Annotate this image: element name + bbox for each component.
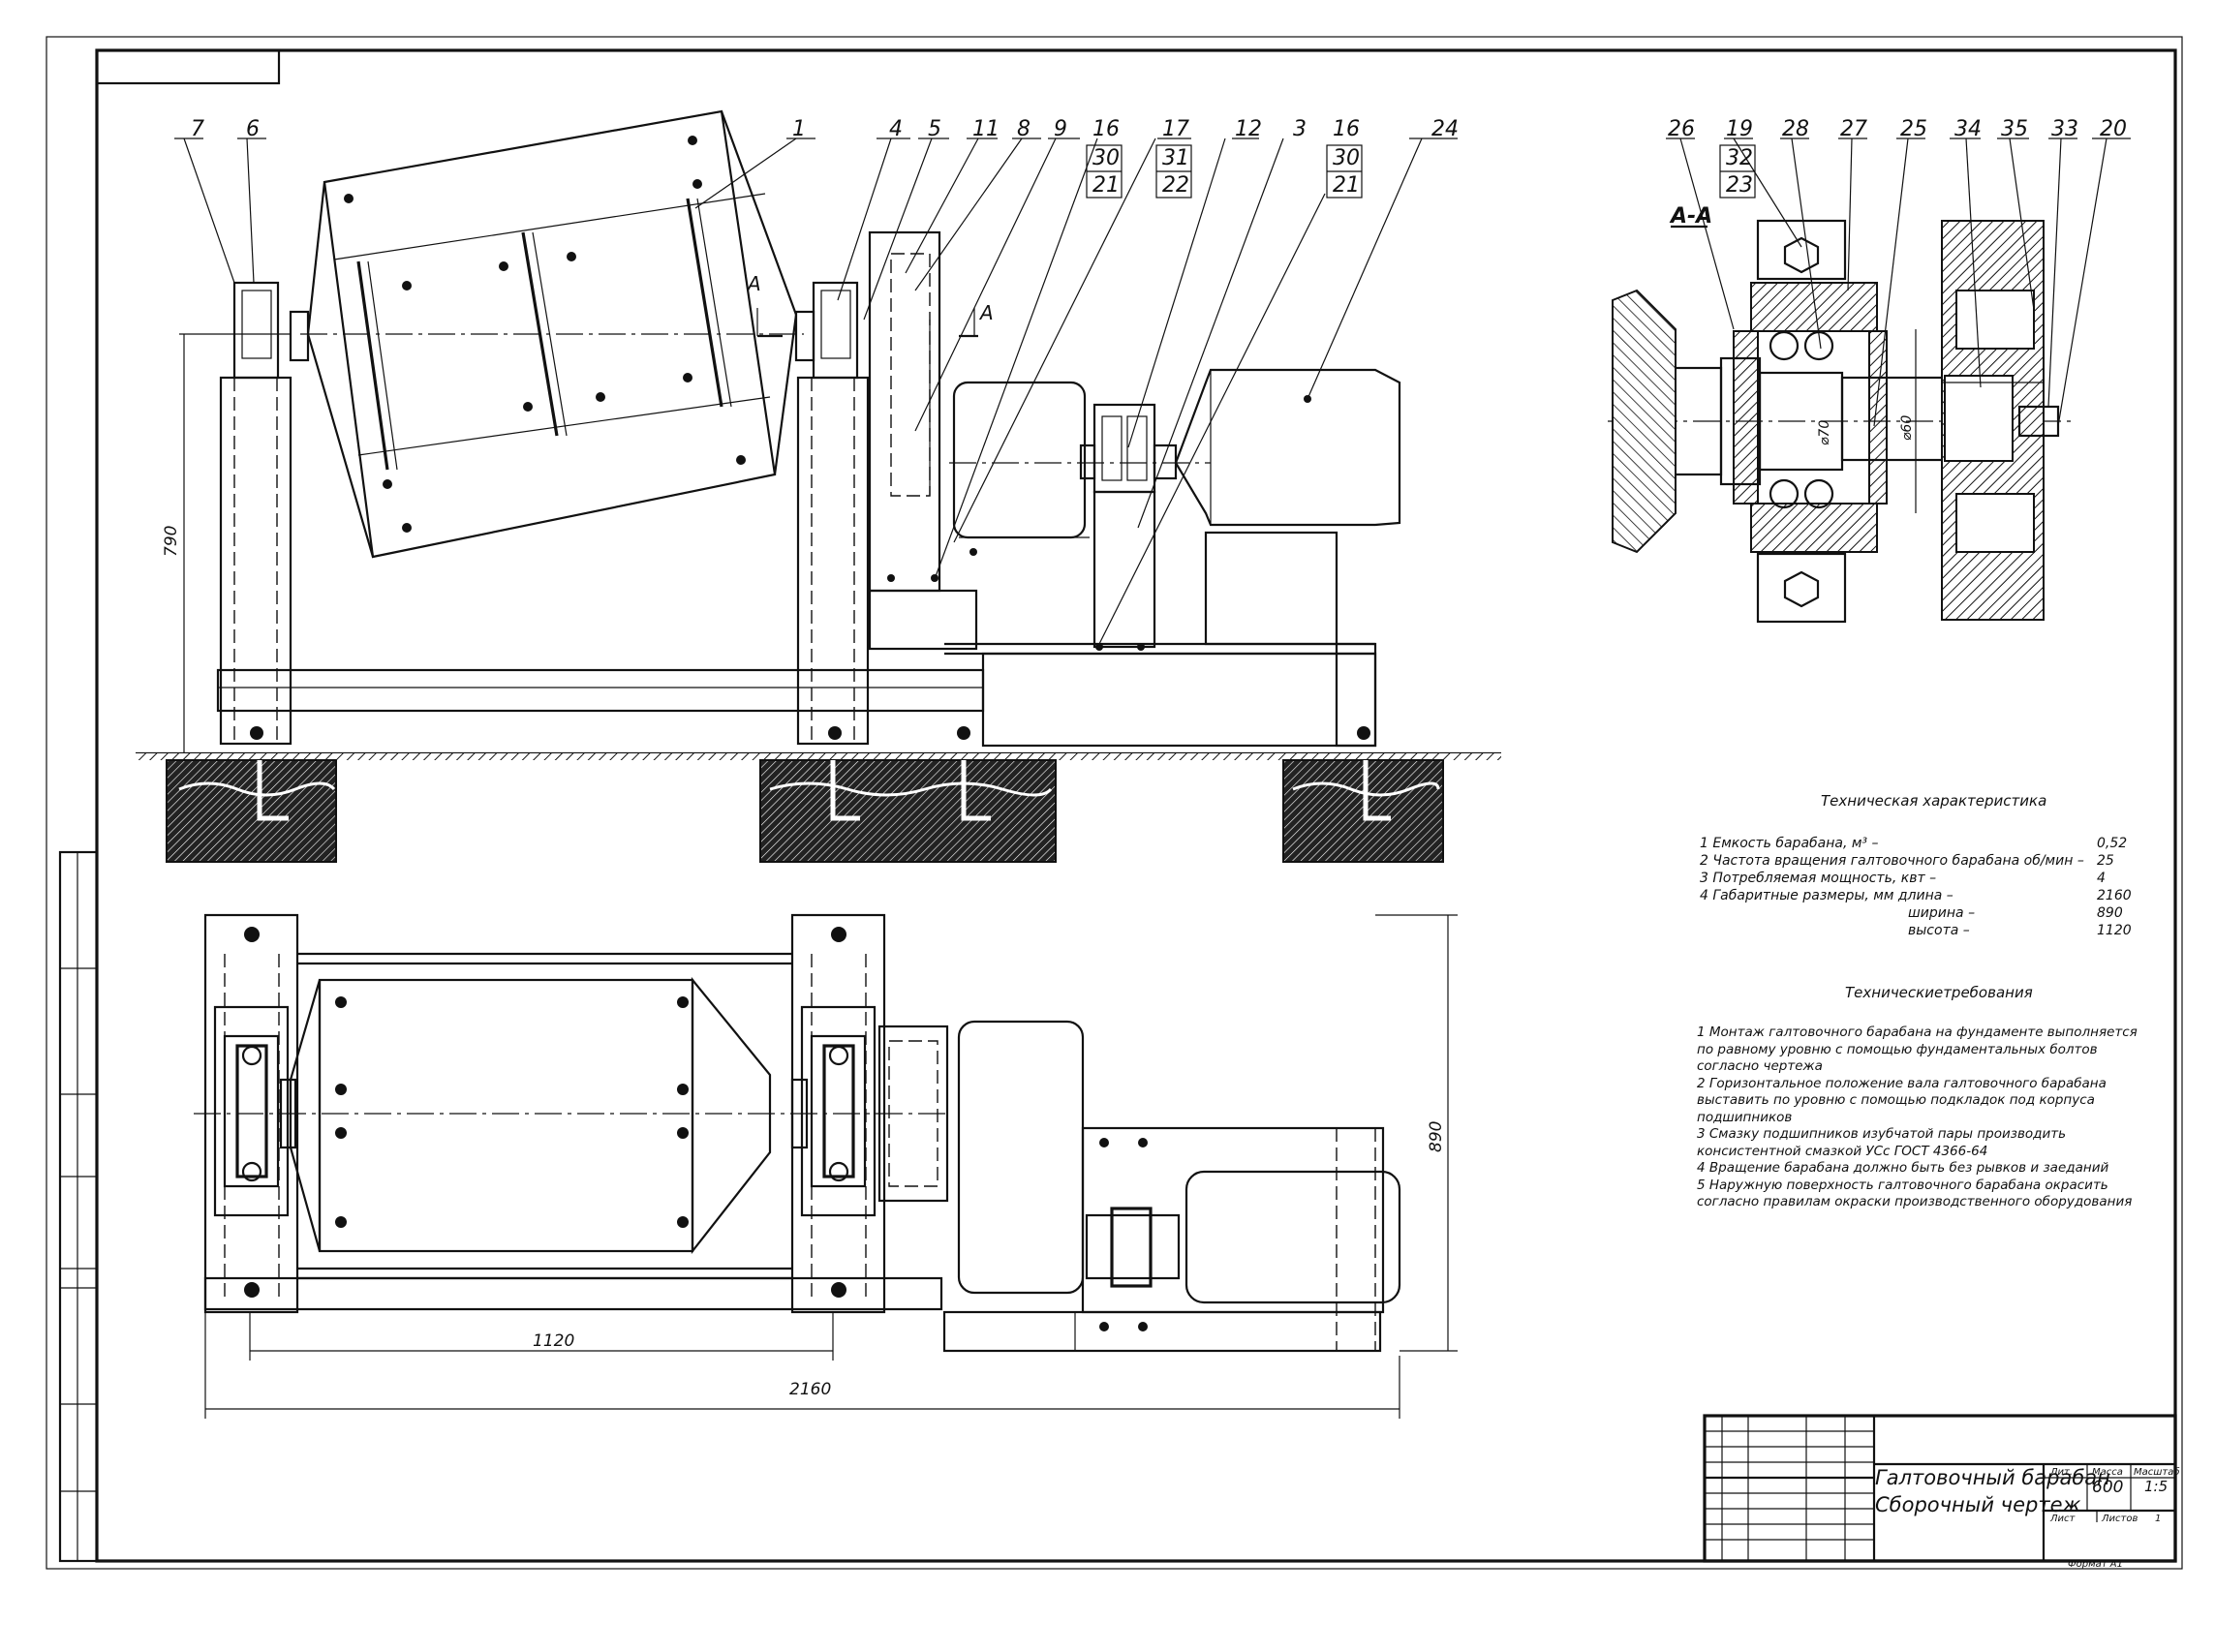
part-number-30: 30 bbox=[1092, 146, 1120, 170]
tech-row-label: 2 Частота вращения галтовочного барабана… bbox=[1700, 853, 2084, 869]
tech-row-value: 4 bbox=[2097, 871, 2106, 886]
tb-format: Формат А1 bbox=[2068, 1559, 2123, 1570]
section-mark-left: А bbox=[746, 272, 761, 295]
title-block-name: Галтовочный барабан Сборочный чертеж bbox=[1875, 1464, 2110, 1518]
front-part-numbers: 7 6 1 4 5 11 8 9 16 30 21 17 31 22 12 3 … bbox=[191, 117, 1459, 198]
part-number-30b: 30 bbox=[1333, 146, 1360, 170]
drum-front bbox=[300, 109, 804, 559]
tech-characteristics-list: 1 Емкость барабана, м³ – 0,52 2 Частота в… bbox=[1700, 835, 2136, 939]
part-number-11: 11 bbox=[972, 117, 1000, 141]
part-number-26: 26 bbox=[1668, 117, 1695, 141]
part-number-9: 9 bbox=[1054, 117, 1067, 141]
tech-row-value: 890 bbox=[2097, 905, 2123, 921]
tb-sheet: Лист bbox=[2049, 1514, 2077, 1524]
tb-sheets-count: 1 bbox=[2155, 1514, 2161, 1524]
tech-row: 4 Габаритные размеры, мм длина – 2160 bbox=[1700, 887, 2136, 904]
part-number-31: 31 bbox=[1162, 146, 1189, 170]
part-number-34: 34 bbox=[1954, 117, 1982, 141]
part-number-16: 16 bbox=[1092, 117, 1120, 141]
tb-col-lit: Лит. bbox=[2049, 1467, 2073, 1478]
tech-row-label: ширина – bbox=[1908, 905, 1976, 921]
part-number-3: 3 bbox=[1293, 117, 1307, 141]
part-number-32: 32 bbox=[1726, 146, 1753, 170]
tech-row-value: 0,52 bbox=[2097, 836, 2128, 851]
front-leaders bbox=[174, 138, 1458, 645]
tech-row: 1 Емкость барабана, м³ – 0,52 bbox=[1700, 835, 2136, 852]
tech-row-label: 3 Потребляемая мощность, квт – bbox=[1700, 871, 1937, 886]
foundation-middle bbox=[759, 759, 1057, 863]
tech-row-label: 4 Габаритные размеры, мм длина – bbox=[1700, 888, 1954, 903]
requirement-item: 4 Вращение барабана должно быть без рывк… bbox=[1697, 1160, 2109, 1176]
title-block-mass: 600 bbox=[2092, 1478, 2124, 1497]
title-block-scale: 1:5 bbox=[2144, 1478, 2169, 1495]
tech-row: 3 Потребляемая мощность, квт – 4 bbox=[1700, 870, 2136, 887]
title-line-1: Галтовочный барабан bbox=[1875, 1466, 2110, 1489]
tb-col-mass: Масса bbox=[2092, 1467, 2123, 1478]
part-number-4: 4 bbox=[889, 117, 903, 141]
part-number-20: 20 bbox=[2100, 117, 2127, 141]
part-number-5: 5 bbox=[928, 117, 941, 141]
part-number-6: 6 bbox=[246, 117, 260, 141]
tech-row-label: 1 Емкость барабана, м³ – bbox=[1700, 836, 1879, 851]
tech-row-value: 1120 bbox=[2097, 923, 2132, 938]
section-part-numbers: 26 19 32 23 28 27 25 34 35 33 20 bbox=[1668, 117, 2127, 198]
foundation-right bbox=[1282, 759, 1444, 863]
part-number-25: 25 bbox=[1900, 117, 1927, 141]
section-view-label: А-А bbox=[1669, 204, 1712, 229]
dimension-890: 890 bbox=[1427, 1121, 1446, 1152]
requirement-item: 2 Горизонтальное положение вала галтовоч… bbox=[1697, 1075, 2107, 1125]
part-number-22: 22 bbox=[1162, 173, 1189, 198]
part-number-35: 35 bbox=[2001, 117, 2028, 141]
tech-requirements-list: 1 Монтаж галтовочного барабана на фундам… bbox=[1697, 1025, 2152, 1211]
part-number-28: 28 bbox=[1782, 117, 1809, 141]
title-line-2: Сборочный чертеж bbox=[1875, 1493, 2081, 1516]
part-number-33: 33 bbox=[2051, 117, 2078, 141]
tech-row-label: высота – bbox=[1908, 923, 1970, 938]
tb-col-scale: Масштаб bbox=[2134, 1466, 2180, 1478]
part-number-27: 27 bbox=[1840, 117, 1867, 141]
part-number-21: 21 bbox=[1092, 173, 1120, 198]
plan-view: 1120 2160 890 bbox=[194, 913, 1458, 1419]
part-number-24: 24 bbox=[1431, 117, 1459, 141]
part-number-7: 7 bbox=[191, 117, 204, 141]
front-view: А А 790 bbox=[136, 109, 1501, 863]
motor-front bbox=[1174, 368, 1401, 646]
tech-row-value: 2160 bbox=[2097, 888, 2132, 903]
part-number-17: 17 bbox=[1162, 117, 1189, 141]
part-number-12: 12 bbox=[1235, 117, 1262, 141]
part-number-21b: 21 bbox=[1333, 173, 1360, 198]
dimension-1120: 1120 bbox=[533, 1331, 574, 1351]
part-number-boxes bbox=[1086, 144, 1363, 199]
dimension-d60: ⌀60 bbox=[1899, 415, 1915, 441]
title-block: Лит. Масса Масштаб Лист Листов 1 Формат … bbox=[1703, 1414, 2180, 1570]
tech-row: 2 Частота вращения галтовочного барабана… bbox=[1700, 852, 2136, 870]
part-number-1: 1 bbox=[792, 117, 806, 141]
section-a-a: А-А ⌀60 ⌀70 bbox=[1608, 138, 2131, 624]
requirement-item: 5 Наружную поверхность галтовочного бара… bbox=[1697, 1177, 2133, 1210]
section-mark-right: А bbox=[978, 301, 994, 324]
foundation-left bbox=[166, 759, 337, 863]
tech-characteristics-title: Техническая характеристика bbox=[1821, 792, 2047, 810]
part-number-16b: 16 bbox=[1333, 117, 1360, 141]
requirement-item: 1 Монтаж галтовочного барабана на фундам… bbox=[1697, 1025, 2138, 1074]
tech-row: ширина – 890 bbox=[1700, 904, 2136, 922]
dimension-2160: 2160 bbox=[789, 1380, 831, 1399]
tech-row: высота – 1120 bbox=[1700, 922, 2136, 939]
dimension-790: 790 bbox=[162, 526, 181, 557]
dimension-d70: ⌀70 bbox=[1817, 420, 1832, 445]
requirement-item: 3 Смазку подшипников изубчатой пары прои… bbox=[1697, 1126, 2067, 1159]
part-number-23: 23 bbox=[1726, 173, 1753, 198]
sheet-frame bbox=[46, 36, 2183, 1570]
tb-sheets: Листов bbox=[2101, 1514, 2138, 1524]
part-number-8: 8 bbox=[1017, 117, 1031, 141]
tech-requirements-title: Техническиетребования bbox=[1845, 984, 2033, 1001]
part-number-19: 19 bbox=[1726, 117, 1753, 141]
tech-row-value: 25 bbox=[2097, 853, 2114, 869]
